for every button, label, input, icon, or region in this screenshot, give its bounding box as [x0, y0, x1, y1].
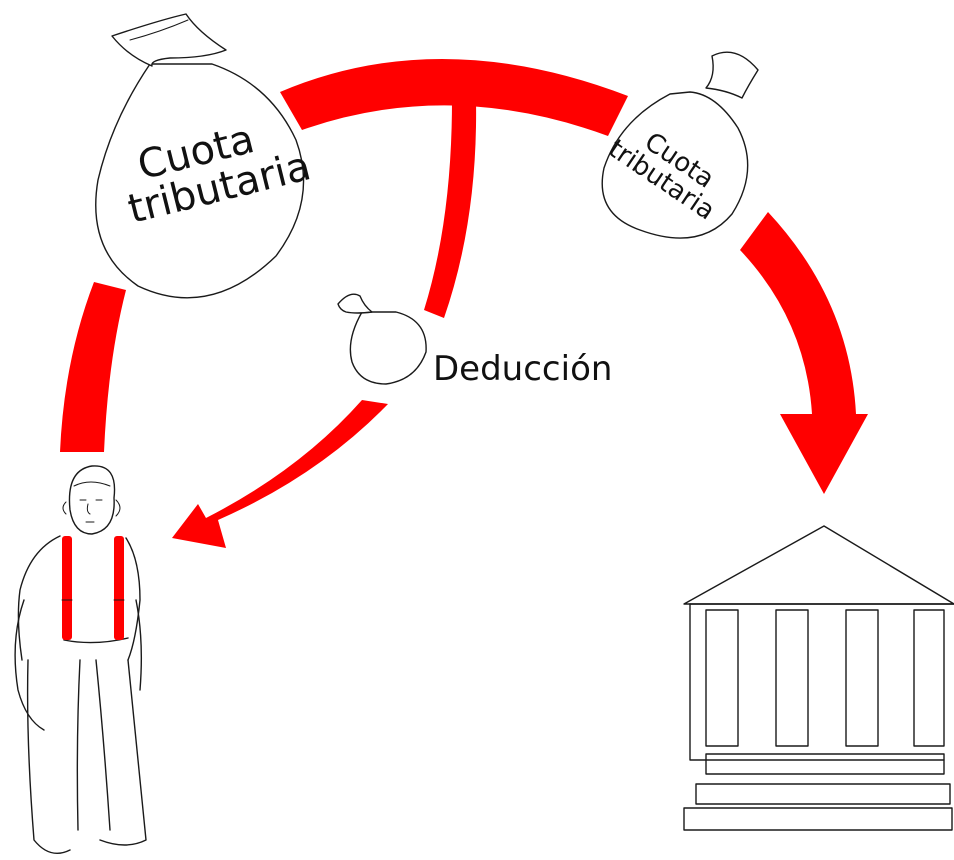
person-arm-right [135, 599, 143, 691]
person-shoulders [17, 535, 141, 661]
money-bag-icon [95, 63, 305, 299]
flow-top-arc [280, 58, 628, 136]
building-column-4 [913, 609, 945, 747]
person-nose [86, 503, 91, 515]
person-arm-left [14, 599, 45, 731]
person-ear-left [62, 501, 67, 515]
bag-tie-fold [129, 19, 189, 41]
money-bag-icon [601, 91, 749, 239]
bag-tie-deduction [337, 293, 373, 314]
building-step-2 [695, 783, 951, 805]
suspender-left [62, 536, 72, 640]
money-bag-deduction [337, 293, 427, 385]
person-leg-left [26, 659, 71, 854]
building-column-3 [845, 609, 879, 747]
government-building-icon [683, 525, 954, 831]
person-leg-inner-right [95, 659, 111, 831]
flow-deduction-arrow [172, 400, 388, 548]
person-leg-right [99, 659, 147, 846]
flow-right-arrow [740, 212, 868, 494]
person-ear-right [115, 499, 121, 517]
building-base-frame [689, 603, 945, 761]
flow-arrows [60, 58, 868, 548]
money-bag-large [95, 13, 305, 299]
bag-tie-large [111, 13, 227, 67]
deduction-label: Deducción [433, 349, 613, 389]
flow-deduction-branch [424, 100, 477, 318]
bag-tie-small [705, 51, 759, 99]
flow-left-stroke [60, 282, 126, 452]
money-bag-small [601, 51, 759, 239]
building-column-1 [705, 609, 739, 747]
building-pediment [683, 525, 954, 605]
building-step-3 [683, 807, 953, 831]
person-hairline [73, 481, 111, 487]
suspender-right [114, 536, 124, 640]
building-step-1 [705, 753, 945, 775]
building-column-2 [775, 609, 809, 747]
person-leg-inner [76, 659, 81, 831]
money-bag-icon [349, 311, 427, 385]
person-head [68, 465, 116, 535]
person-icon [14, 465, 147, 854]
